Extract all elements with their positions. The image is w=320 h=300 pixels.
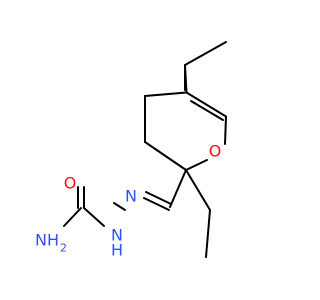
hydrazide-hydrogen-label: H xyxy=(111,241,123,260)
carbonyl-oxygen-label: O xyxy=(64,174,77,193)
bond-c4-c5 xyxy=(144,91,188,97)
hydrazide-nitrogen-label: N xyxy=(111,226,123,245)
bond-n-nh xyxy=(113,202,126,211)
bond-c2-c3 xyxy=(144,141,187,171)
bond-methine-n-double-a xyxy=(143,197,170,211)
bond-methine-n-double-b xyxy=(145,191,172,205)
amide-subscript-label: 2 xyxy=(60,242,67,255)
bond-o1-c2 xyxy=(185,159,208,171)
amide-nitrogen-label: NH xyxy=(35,231,59,250)
bond-ethyl-ch2-ch3-top xyxy=(184,41,227,66)
bond-c2-ethyl-ch2 xyxy=(185,169,211,211)
bond-carbonyl-nh2 xyxy=(63,207,82,227)
bond-c6-o1 xyxy=(224,115,227,145)
bond-c2-methine xyxy=(169,169,187,208)
molecule-diagram-canvas: O N N H O NH 2 xyxy=(35,41,227,260)
bond-nh-carbonyl xyxy=(83,207,105,227)
hydrazone-nitrogen-label: N xyxy=(125,187,137,206)
bond-c6-o1-double-inner xyxy=(190,100,224,121)
molecule-structure: O N N H O NH 2 xyxy=(35,41,227,260)
ring-oxygen-label: O xyxy=(209,142,222,161)
bond-ethyl-ch2-ch3-right xyxy=(205,209,211,258)
bond-c5-c6-second xyxy=(185,91,227,118)
bond-c5-ethyl-ch2 xyxy=(184,64,188,94)
